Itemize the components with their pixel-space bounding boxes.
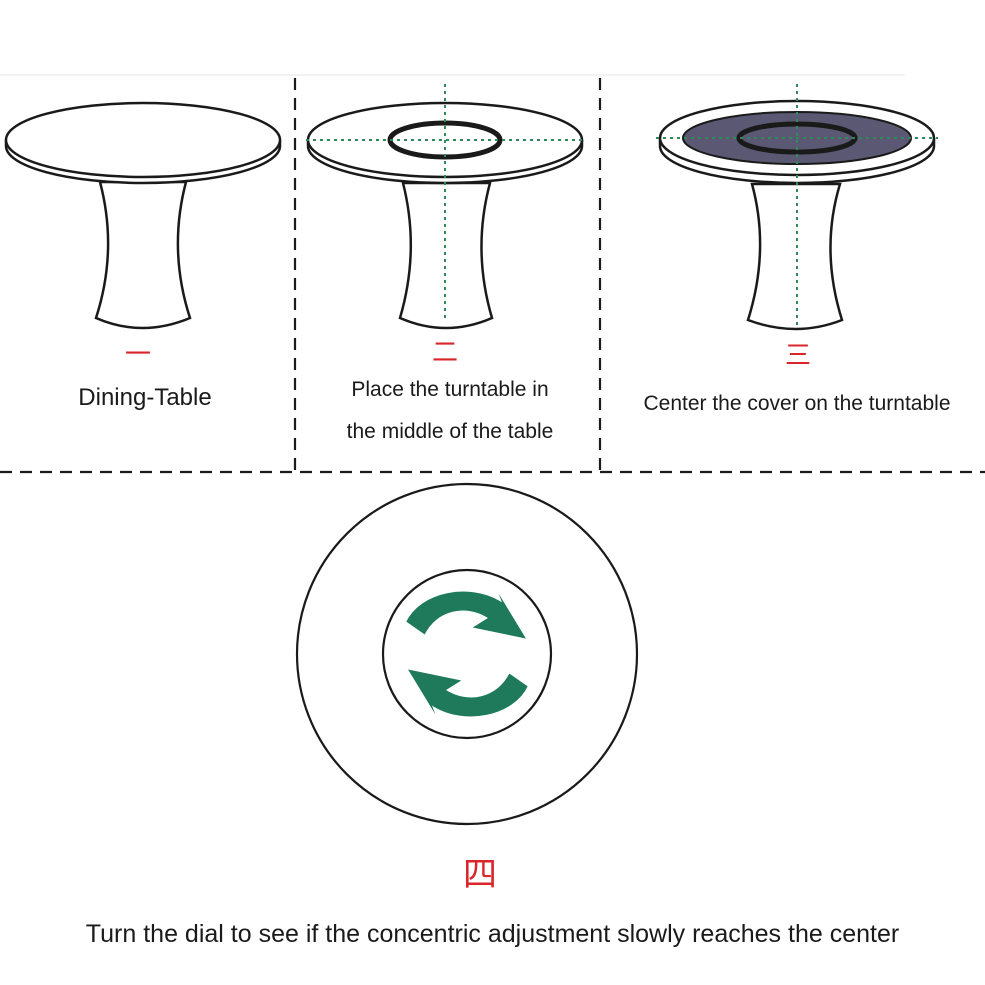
table-2-pedestal <box>398 181 494 330</box>
step-1-caption: Dining-Table <box>78 384 212 411</box>
rotate-arrows-icon <box>403 583 531 725</box>
step-2-number: 二 <box>431 338 458 368</box>
panel-3-table <box>656 84 938 331</box>
step-3-number: 三 <box>784 341 811 371</box>
step-4-caption: Turn the dial to see if the concentric a… <box>85 920 900 948</box>
panel-4-dial <box>295 482 639 826</box>
step-4-number: 四 <box>463 855 497 895</box>
arrow-bottom-tail-highlight <box>508 671 530 685</box>
step-2-caption-line-1: Place the turntable in <box>351 378 549 401</box>
arrow-top <box>403 583 531 642</box>
arrow-bottom <box>403 666 531 725</box>
table-1-pedestal <box>94 180 192 330</box>
panel-2-table <box>306 84 584 330</box>
arrow-top-tail-highlight <box>404 623 426 637</box>
table-1-top <box>4 101 282 179</box>
step-1-number: 一 <box>124 340 151 370</box>
panel-1-table <box>4 101 282 330</box>
step-2-caption-line-2: the middle of the table <box>346 420 554 443</box>
step-3-caption: Center the cover on the turntable <box>643 392 951 415</box>
table-3-pedestal <box>746 182 844 331</box>
